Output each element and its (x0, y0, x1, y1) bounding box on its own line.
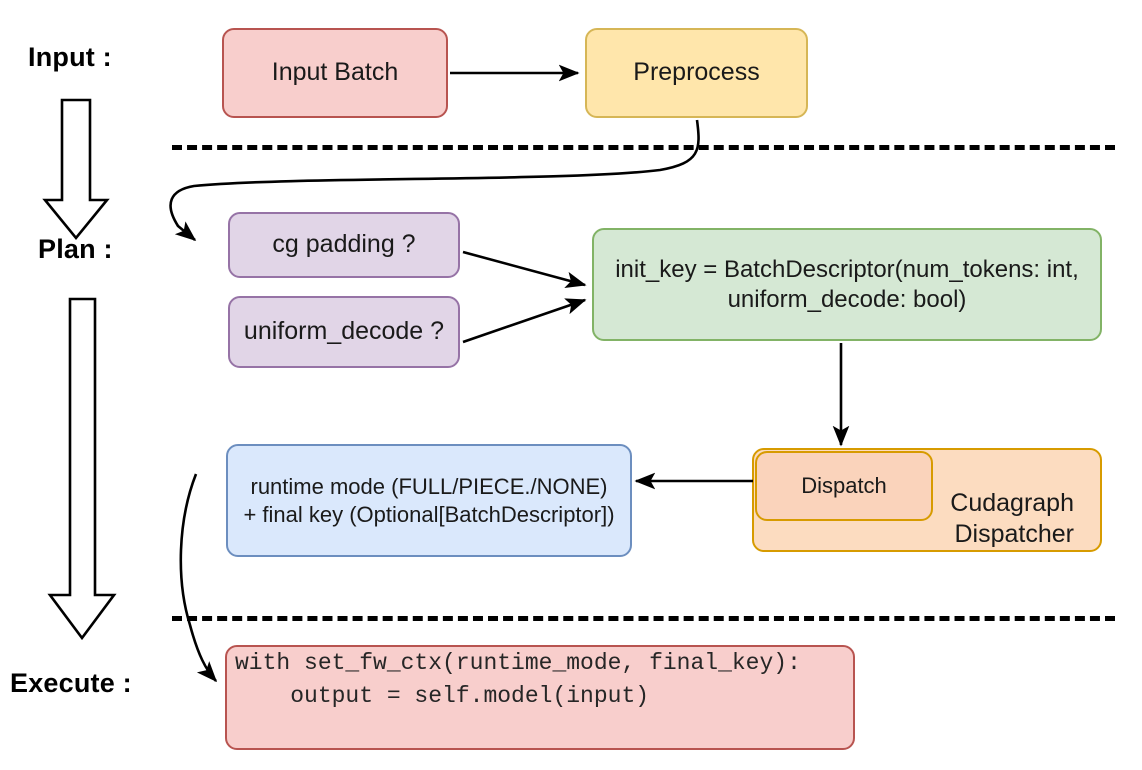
edge-cg-padding-to-init-key (462, 250, 587, 289)
node-init-key-line1: init_key = BatchDescriptor(num_tokens: i… (615, 255, 1079, 283)
stage-label-input: Input : (28, 42, 112, 72)
stage-label-execute: Execute : (10, 668, 132, 698)
node-execute-code-line1: with set_fw_ctx(runtime_mode, final_key)… (235, 650, 801, 676)
node-cg-padding-label: cg padding ? (272, 230, 416, 259)
node-init-key-line2: uniform_decode: bool) (727, 285, 967, 313)
input-to-plan-arrow (42, 98, 110, 241)
node-runtime-mode[interactable]: runtime mode (FULL/PIECE./NONE) + final … (226, 444, 632, 557)
input-plan-divider (172, 145, 1115, 150)
node-runtime-mode-line1: runtime mode (FULL/PIECE./NONE) (250, 474, 608, 499)
node-cudagraph-dispatcher-line1: Cudagraph (950, 488, 1074, 517)
stage-label-plan: Plan : (38, 234, 113, 264)
node-preprocess-label: Preprocess (633, 58, 760, 87)
node-dispatch-label: Dispatch (801, 473, 887, 499)
node-runtime-mode-line2: + final key (Optional[BatchDescriptor]) (243, 501, 615, 527)
node-uniform-decode[interactable]: uniform_decode ? (228, 296, 460, 368)
node-init-key[interactable]: init_key = BatchDescriptor(num_tokens: i… (592, 228, 1102, 341)
node-uniform-decode-label: uniform_decode ? (243, 317, 445, 346)
plan-execute-divider (172, 616, 1115, 621)
node-input-batch-label: Input Batch (271, 58, 399, 87)
edge-uniform-decode-to-init-key (462, 298, 587, 344)
node-input-batch[interactable]: Input Batch (222, 28, 448, 118)
node-cudagraph-dispatcher-line2: Dispatcher (954, 519, 1075, 548)
node-cg-padding[interactable]: cg padding ? (228, 212, 460, 278)
node-preprocess[interactable]: Preprocess (585, 28, 808, 118)
node-execute-code-line2: output = self.model(input) (235, 683, 650, 710)
edge-runtime-mode-to-execute-code (179, 473, 218, 683)
node-execute-code[interactable]: with set_fw_ctx(runtime_mode, final_key)… (225, 645, 855, 750)
plan-to-execute-arrow (47, 297, 117, 641)
node-dispatch[interactable]: Dispatch (755, 451, 933, 521)
